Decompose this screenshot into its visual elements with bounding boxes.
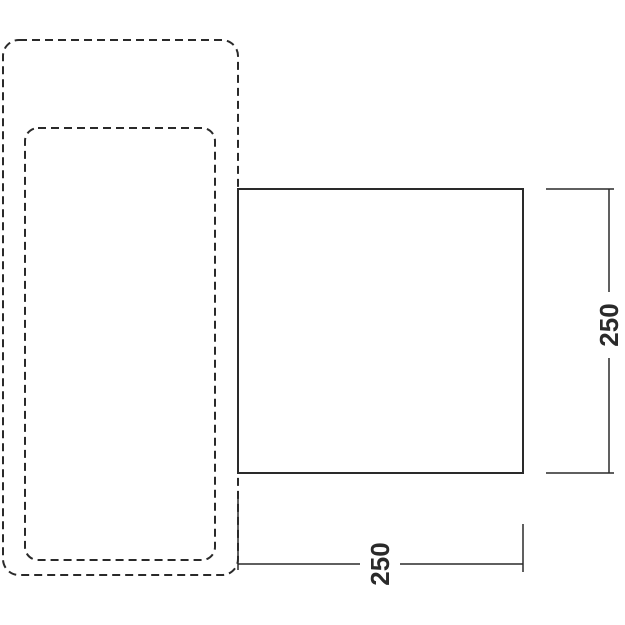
height-label: 250 [594,303,624,346]
outer-dashed-outline [2,39,239,576]
vertical-dimension: 250 [546,188,624,474]
width-label: 250 [365,542,395,585]
horizontal-dimension: 250 [237,494,524,586]
main-square [237,188,524,474]
inner-dashed-outline [24,127,216,561]
